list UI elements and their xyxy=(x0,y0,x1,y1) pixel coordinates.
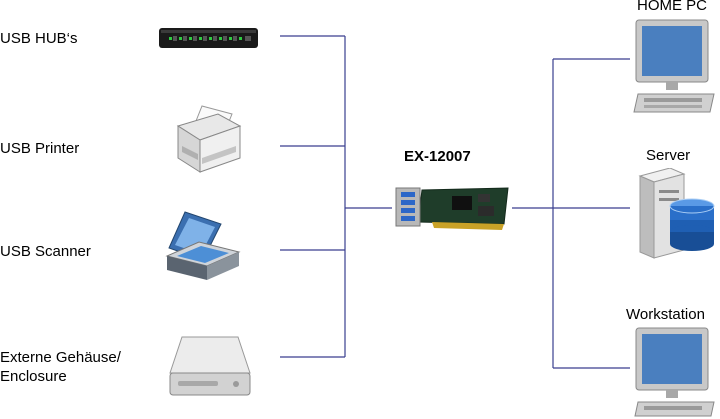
hard-drive-icon xyxy=(169,336,251,396)
label-home-pc: HOME PC xyxy=(637,0,708,14)
label-usb-hub: USB HUB‘s xyxy=(0,30,78,47)
scanner-icon xyxy=(165,211,241,280)
label-enclosure-line2: Enclosure xyxy=(0,368,67,385)
label-usb-printer: USB Printer xyxy=(0,140,80,157)
expansion-card-icon xyxy=(395,187,509,230)
label-usb-scanner: USB Scanner xyxy=(0,243,91,260)
usb-hub-icon xyxy=(159,28,258,48)
card-title: EX-12007 xyxy=(404,148,471,165)
server-icon xyxy=(638,168,715,259)
desktop-pc-icon xyxy=(633,19,715,113)
workstation-icon xyxy=(634,327,715,417)
label-workstation: Workstation xyxy=(626,306,705,323)
label-server: Server xyxy=(646,147,691,164)
printer-icon xyxy=(176,105,242,173)
label-enclosure-line1: Externe Gehäuse/ xyxy=(0,349,121,366)
label-enclosure: Externe Gehäuse/ Enclosure xyxy=(0,348,121,386)
